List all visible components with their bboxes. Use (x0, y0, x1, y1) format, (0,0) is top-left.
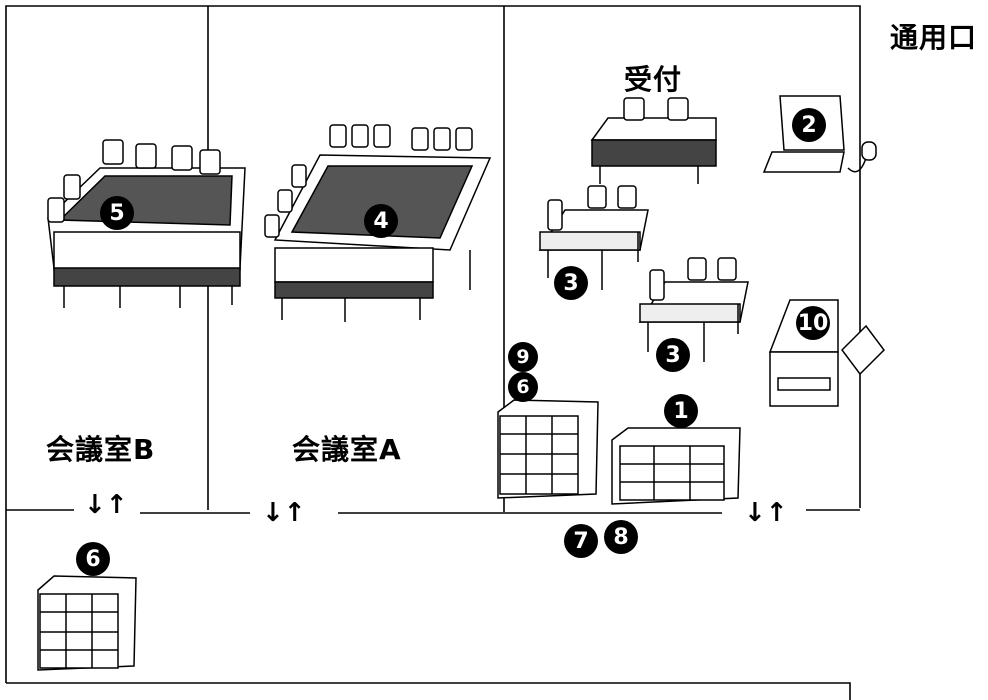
marker-7: 7 (564, 524, 598, 558)
room-label-meeting-b: 会議室B (46, 433, 156, 466)
marker-6b: 6 (76, 542, 110, 576)
room-label-side-entrance: 通用口 (890, 21, 978, 54)
marker-8: 8 (604, 520, 638, 554)
cabinet-1 (611, 427, 741, 505)
marker-1: 1 (664, 394, 698, 428)
marker-2: 2 (792, 108, 826, 142)
door-arrows-b: ↓↑ (80, 492, 132, 518)
room-label-reception: 受付 (624, 63, 683, 96)
reception-desk (590, 97, 717, 184)
marker-6a: 6 (508, 372, 538, 402)
room-label-meeting-a: 会議室A (292, 433, 402, 466)
marker-3a: 3 (554, 266, 588, 300)
marker-5: 5 (100, 196, 134, 230)
conference-table-a (264, 124, 492, 322)
bottom-wall (6, 682, 851, 700)
cabinet-2 (497, 399, 599, 499)
marker-3b: 3 (656, 338, 690, 372)
outer-wall (5, 5, 861, 683)
door-arrows-a: ↓↑ (258, 500, 310, 526)
marker-4: 4 (364, 204, 398, 238)
marker-10: 10 (796, 306, 830, 340)
door-arrows-reception: ↓↑ (740, 500, 792, 526)
conference-table-b (47, 139, 246, 308)
work-table-1 (538, 185, 649, 290)
marker-9: 9 (508, 342, 538, 372)
work-table-2 (638, 257, 749, 362)
cabinet-3 (37, 575, 137, 671)
